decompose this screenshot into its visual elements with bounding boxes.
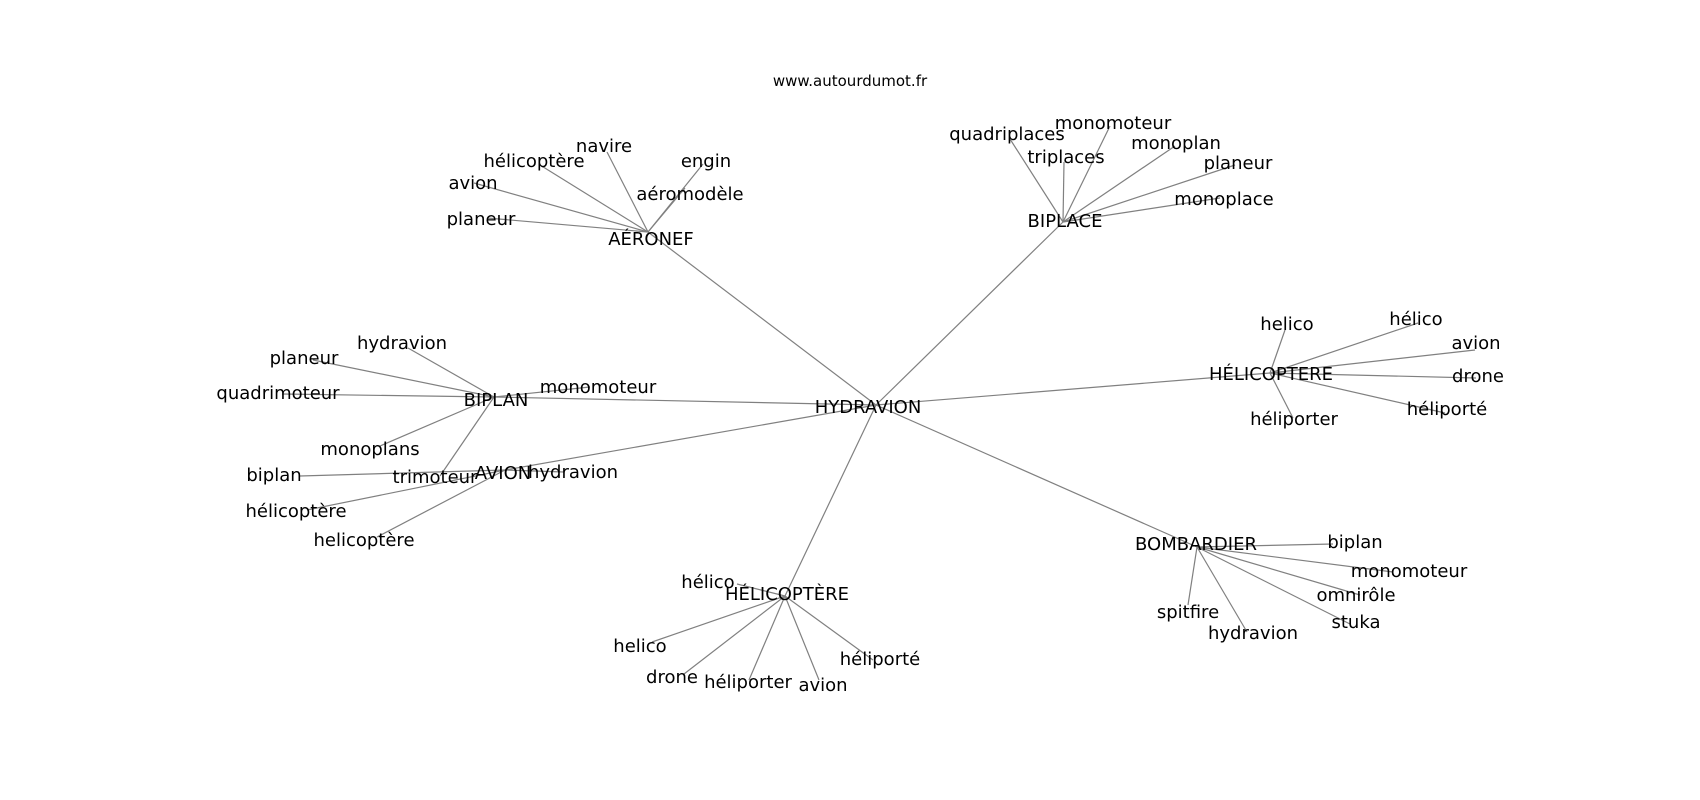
leaf-node: monoplan [1131,133,1221,154]
edge-cluster-to-leaf [539,164,649,233]
leaf-node: aéromodèle [636,184,743,205]
leaf-node: biplan [1327,532,1382,553]
leaf-node: helico [613,636,666,657]
leaf-node: hydravion [357,333,447,354]
edge-cluster-to-leaf [504,469,565,473]
edge-cluster-to-leaf [784,595,874,661]
leaf-node: hélicoptère [245,501,346,522]
leaf-node: omnirôle [1316,585,1395,606]
leaf-node: héliporter [1250,409,1338,430]
leaf-node: hélico [681,572,734,593]
leaf-node: engin [681,151,731,172]
edge-cluster-to-leaf [1269,372,1446,414]
edge-cluster-to-leaf [407,347,495,398]
leaf-node: hydravion [528,462,618,483]
edge-cluster-to-leaf [473,182,649,233]
leaf-node: triplaces [1027,147,1104,168]
cluster-node: BIPLAN [464,390,529,411]
edge-cluster-to-leaf [1269,329,1286,374]
leaf-node: planeur [270,348,339,369]
edge-cluster-to-leaf [1187,546,1198,606]
leaf-node: avion [448,173,497,194]
leaf-node: avion [798,675,847,696]
leaf-node: monomoteur [1055,113,1172,134]
edge-cluster-to-leaf [299,469,506,477]
site-url: www.autourdumot.fr [772,72,928,90]
edge-cluster-to-leaf [1009,138,1064,223]
edge-cluster-to-leaf [748,595,786,681]
edge-center-to-cluster [504,404,877,471]
leaf-node: quadriplaces [949,124,1065,145]
leaf-node: drone [1452,366,1504,387]
cluster-node: HÉLICOPTERE [1209,363,1333,385]
edges [281,125,1477,681]
edge-cluster-to-leaf [486,217,649,233]
edge-cluster-to-leaf [493,386,591,398]
center-node: HYDRAVION [815,397,922,418]
leaf-node: monomoteur [540,377,657,398]
edge-center-to-cluster [784,404,877,597]
edge-cluster-to-leaf [1062,125,1111,223]
edge-cluster-to-leaf [306,469,506,511]
leaf-node: monoplans [320,439,419,460]
leaf-node: biplan [246,465,301,486]
edge-cluster-to-leaf [683,595,786,675]
edge-cluster-to-leaf [1062,145,1176,223]
leaf-node: helicoptère [313,530,414,551]
edge-cluster-to-leaf [439,396,495,477]
edge-cluster-to-leaf [1062,164,1236,223]
edge-cluster-to-leaf [376,469,506,538]
leaf-node: drone [646,667,698,688]
leaf-node: stuka [1332,612,1381,633]
edge-cluster-to-leaf [1196,546,1361,596]
labels: HYDRAVIONAÉRONEFplaneuravionhélicoptèren… [216,113,1504,696]
edge-cluster-to-leaf [1062,161,1065,223]
edge-center-to-cluster [875,404,1198,548]
cluster-node: BIPLACE [1028,211,1103,232]
edge-cluster-to-leaf [379,396,495,447]
leaf-node: héliporté [840,649,920,670]
edge-cluster-to-leaf [312,359,495,398]
cluster-node: HÉLICOPTÈRE [725,583,849,605]
edge-center-to-cluster [647,231,877,406]
edge-cluster-to-leaf [281,393,495,398]
cluster-node: BOMBARDIER [1135,534,1257,555]
leaf-node: hélico [1389,309,1442,330]
edge-cluster-to-leaf [1269,372,1294,419]
leaf-node: héliporter [704,672,792,693]
leaf-node: monoplace [1174,189,1273,210]
cluster-node: AVION [475,463,531,484]
leaf-node: avion [1451,333,1500,354]
edge-cluster-to-leaf [647,187,686,233]
leaf-node: helico [1260,314,1313,335]
leaf-node: trimoteur [393,467,479,488]
leaf-node: planeur [1204,153,1273,174]
edge-center-to-cluster [493,396,877,406]
leaf-node: spitfire [1157,602,1219,623]
edge-cluster-to-leaf [651,595,786,643]
edge-cluster-to-leaf [1196,543,1334,548]
leaf-node: hydravion [1208,623,1298,644]
leaf-node: héliporté [1407,399,1487,420]
edge-cluster-to-leaf [784,595,820,681]
edge-cluster-to-leaf [1269,349,1476,374]
edge-cluster-to-leaf [1196,546,1248,633]
edge-cluster-to-leaf [736,583,786,597]
edge-cluster-to-leaf [1196,546,1394,573]
leaf-node: monomoteur [1351,561,1468,582]
edge-cluster-to-leaf [1062,197,1221,223]
leaf-node: navire [576,136,632,157]
leaf-node: quadrimoteur [216,383,340,404]
edge-center-to-cluster [875,221,1064,406]
cluster-node: AÉRONEF [608,228,694,250]
edge-center-to-cluster [875,372,1271,406]
leaf-node: planeur [447,209,516,230]
edge-cluster-to-leaf [606,151,649,233]
edge-cluster-to-leaf [1269,322,1419,374]
edge-cluster-to-leaf [1196,546,1351,625]
edge-cluster-to-leaf [1269,372,1477,379]
leaf-node: hélicoptère [483,151,584,172]
